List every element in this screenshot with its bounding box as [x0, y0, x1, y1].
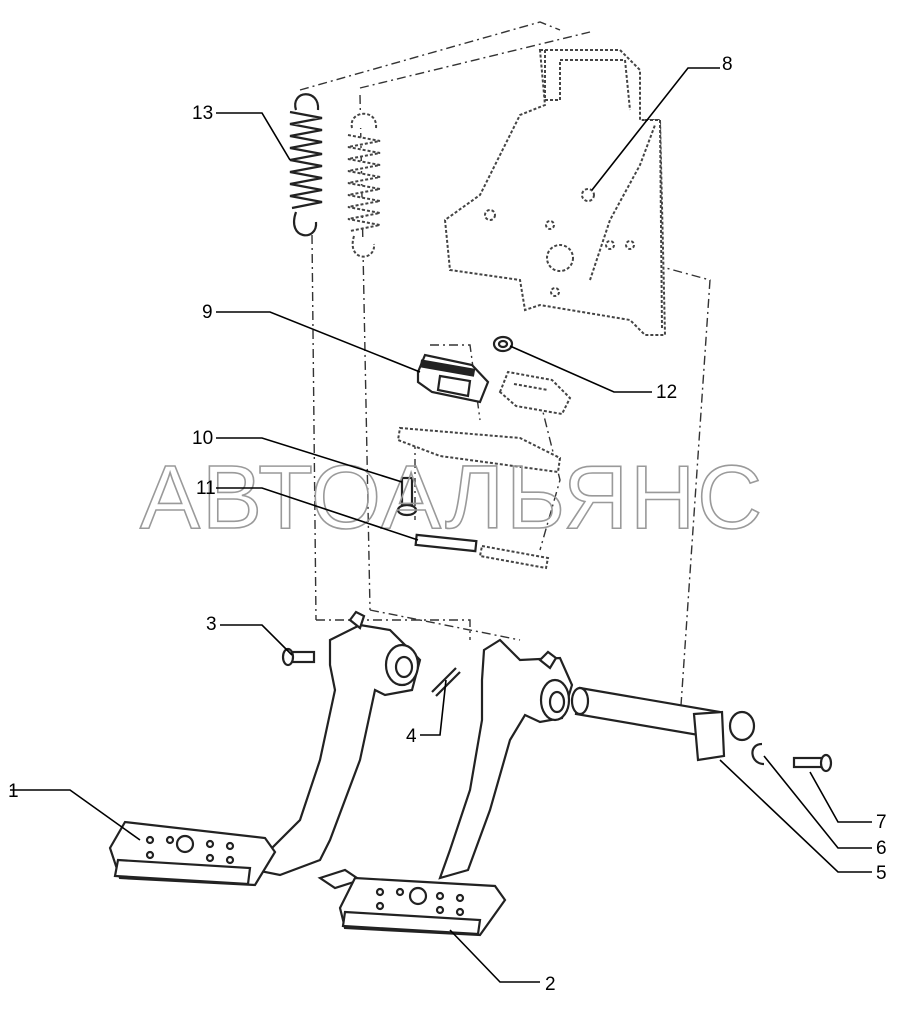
- plate-icon: [396, 426, 562, 474]
- callout-labels: 1 2 3 4 5 6 7 8 9 10 11 12 13: [8, 54, 887, 995]
- callout-12: 12: [656, 382, 677, 403]
- clutch-pedal-icon: [108, 610, 422, 887]
- pin-11-icon: [414, 533, 550, 570]
- callout-10: 10: [192, 428, 213, 449]
- callout-5: 5: [876, 863, 887, 884]
- washer-12-icon: [492, 335, 514, 353]
- callout-leaders: [10, 67, 872, 983]
- mounting-bracket-icon: [443, 49, 667, 336]
- callout-9: 9: [202, 302, 213, 323]
- callout-6: 6: [876, 838, 887, 859]
- callout-7: 7: [876, 812, 887, 833]
- bolt-7-icon: [792, 753, 833, 773]
- cotter-pin-4-icon: [431, 667, 461, 697]
- callout-3: 3: [206, 614, 217, 635]
- callout-11: 11: [196, 478, 216, 499]
- watermark-text: АВТОАЛЬЯНС: [140, 448, 764, 548]
- shaft-5-icon: [570, 686, 756, 762]
- callout-1: 1: [8, 781, 19, 802]
- callout-2: 2: [545, 974, 556, 995]
- callout-13: 13: [192, 103, 213, 124]
- callout-8: 8: [722, 54, 733, 75]
- screw-10-icon: [396, 476, 418, 517]
- callout-4: 4: [406, 726, 417, 747]
- circlip-6-icon: [751, 742, 765, 766]
- switch-block-icon: [416, 353, 572, 416]
- spring-secondary-icon: [347, 112, 381, 258]
- spring-13-icon: [289, 93, 323, 237]
- brake-pedal-icon: [317, 638, 574, 937]
